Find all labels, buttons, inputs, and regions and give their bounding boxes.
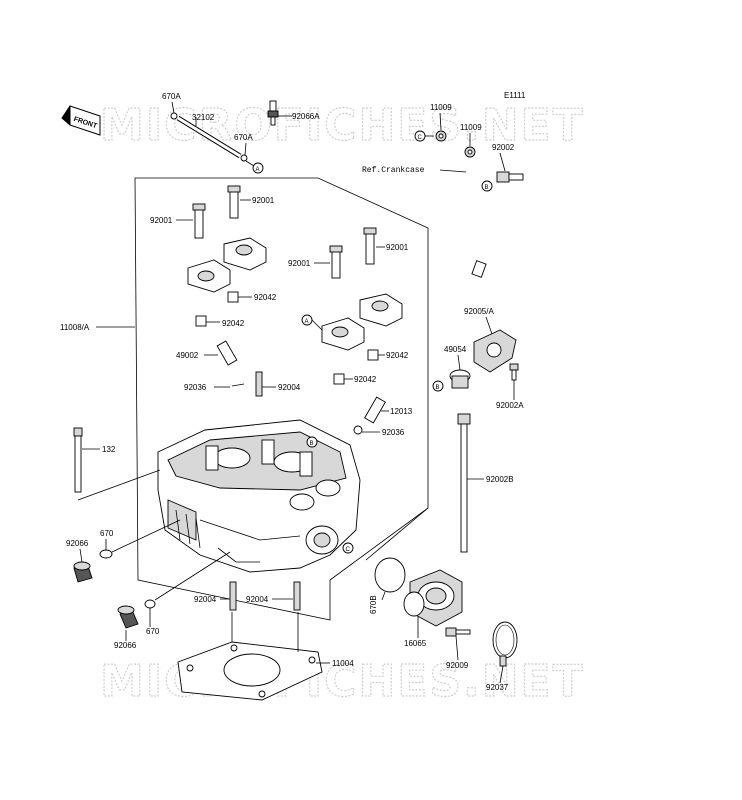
label-92001-a: 92001 [252,196,275,205]
callout-A-top [252,162,264,174]
callout-B-mid [306,436,318,448]
label-11004: 11004 [332,659,354,668]
svg-text:C: C [418,135,423,141]
thermostat-49054 [449,369,471,389]
svg-text:B: B [436,385,440,391]
label-92042-d: 92042 [354,375,377,384]
oil-pipe-32102 [170,112,248,162]
head-gasket-11004 [177,641,323,701]
label-92066-a: 92066 [66,539,89,548]
label-92036-b: 92036 [382,428,405,437]
label-92002: 92002 [492,143,515,152]
intake-holder-16065 [403,569,463,627]
cam-cap-left [187,185,267,327]
bolt-92002A [509,363,519,381]
label-92004-b: 92004 [194,595,217,604]
label-92004-c: 92004 [246,595,269,604]
label-92042-b: 92042 [222,319,245,328]
callout-B-top [481,180,493,192]
label-670A-mid: 670A [234,133,253,142]
label-92004-a: 92004 [278,383,301,392]
front-arrow-icon: FRONT [61,105,101,136]
label-92042-a: 92042 [254,293,277,302]
label-92066-b: 92066 [114,641,137,650]
bolt-92002B [457,413,471,553]
cylinder-head [157,419,361,573]
label-11009-a: 11009 [430,103,452,112]
svg-text:B: B [485,185,489,191]
bolt-92009 [445,627,471,637]
clamp-92037 [492,621,518,667]
label-12013: 12013 [390,407,413,416]
head-frame [134,177,429,621]
label-670B: 670B [369,595,378,614]
label-670-b: 670 [146,627,160,636]
watermark-top: MICROFICHES.NET [100,100,585,151]
label-49054: 49054 [444,345,467,354]
stud-92004-top [255,371,263,397]
label-11008A: 11008/A [60,323,90,332]
label-49002: 49002 [176,351,199,360]
label-32102: 32102 [192,113,215,122]
svg-text:B: B [310,441,314,447]
svg-text:A: A [305,319,309,325]
oil-hose-assembly [435,130,524,278]
callout-C-mid [342,542,354,554]
thermostat-housing-92005A [473,329,517,373]
label-92001-c: 92001 [288,259,311,268]
bolt-132 [73,427,83,493]
label-92009: 92009 [446,661,469,670]
guide-12013 [364,396,386,424]
ref-crankcase-label: Ref.Crankcase [362,166,425,175]
cam-cap-right [321,227,403,385]
label-92005A: 92005/A [464,307,494,316]
callout-B-right [432,380,444,392]
label-92066A: 92066A [292,112,320,121]
label-92002A: 92002A [496,401,524,410]
stud-92004-right [293,581,301,611]
label-92001-d: 92001 [386,243,409,252]
plug-92066-b [117,605,139,629]
diagram-code: E1111 [504,91,526,100]
label-92042-c: 92042 [386,351,409,360]
label-670-a: 670 [100,529,114,538]
o-ring-670-b [144,599,156,609]
label-11009-b: 11009 [460,123,482,132]
label-92002B: 92002B [486,475,514,484]
svg-text:A: A [256,167,260,173]
label-92036-a: 92036 [184,383,207,392]
svg-text:C: C [346,547,351,553]
plug-92066-a [73,561,93,583]
o-ring-670B [374,557,406,593]
label-132: 132 [102,445,116,454]
label-92001-b: 92001 [150,216,173,225]
label-670A-top: 670A [162,92,181,101]
o-ring-670-a [99,549,113,559]
label-92037: 92037 [486,683,509,692]
stud-92004-left [229,581,237,611]
dowel-49002 [216,340,238,366]
plug-92066A [267,100,279,126]
label-16065: 16065 [404,639,427,648]
